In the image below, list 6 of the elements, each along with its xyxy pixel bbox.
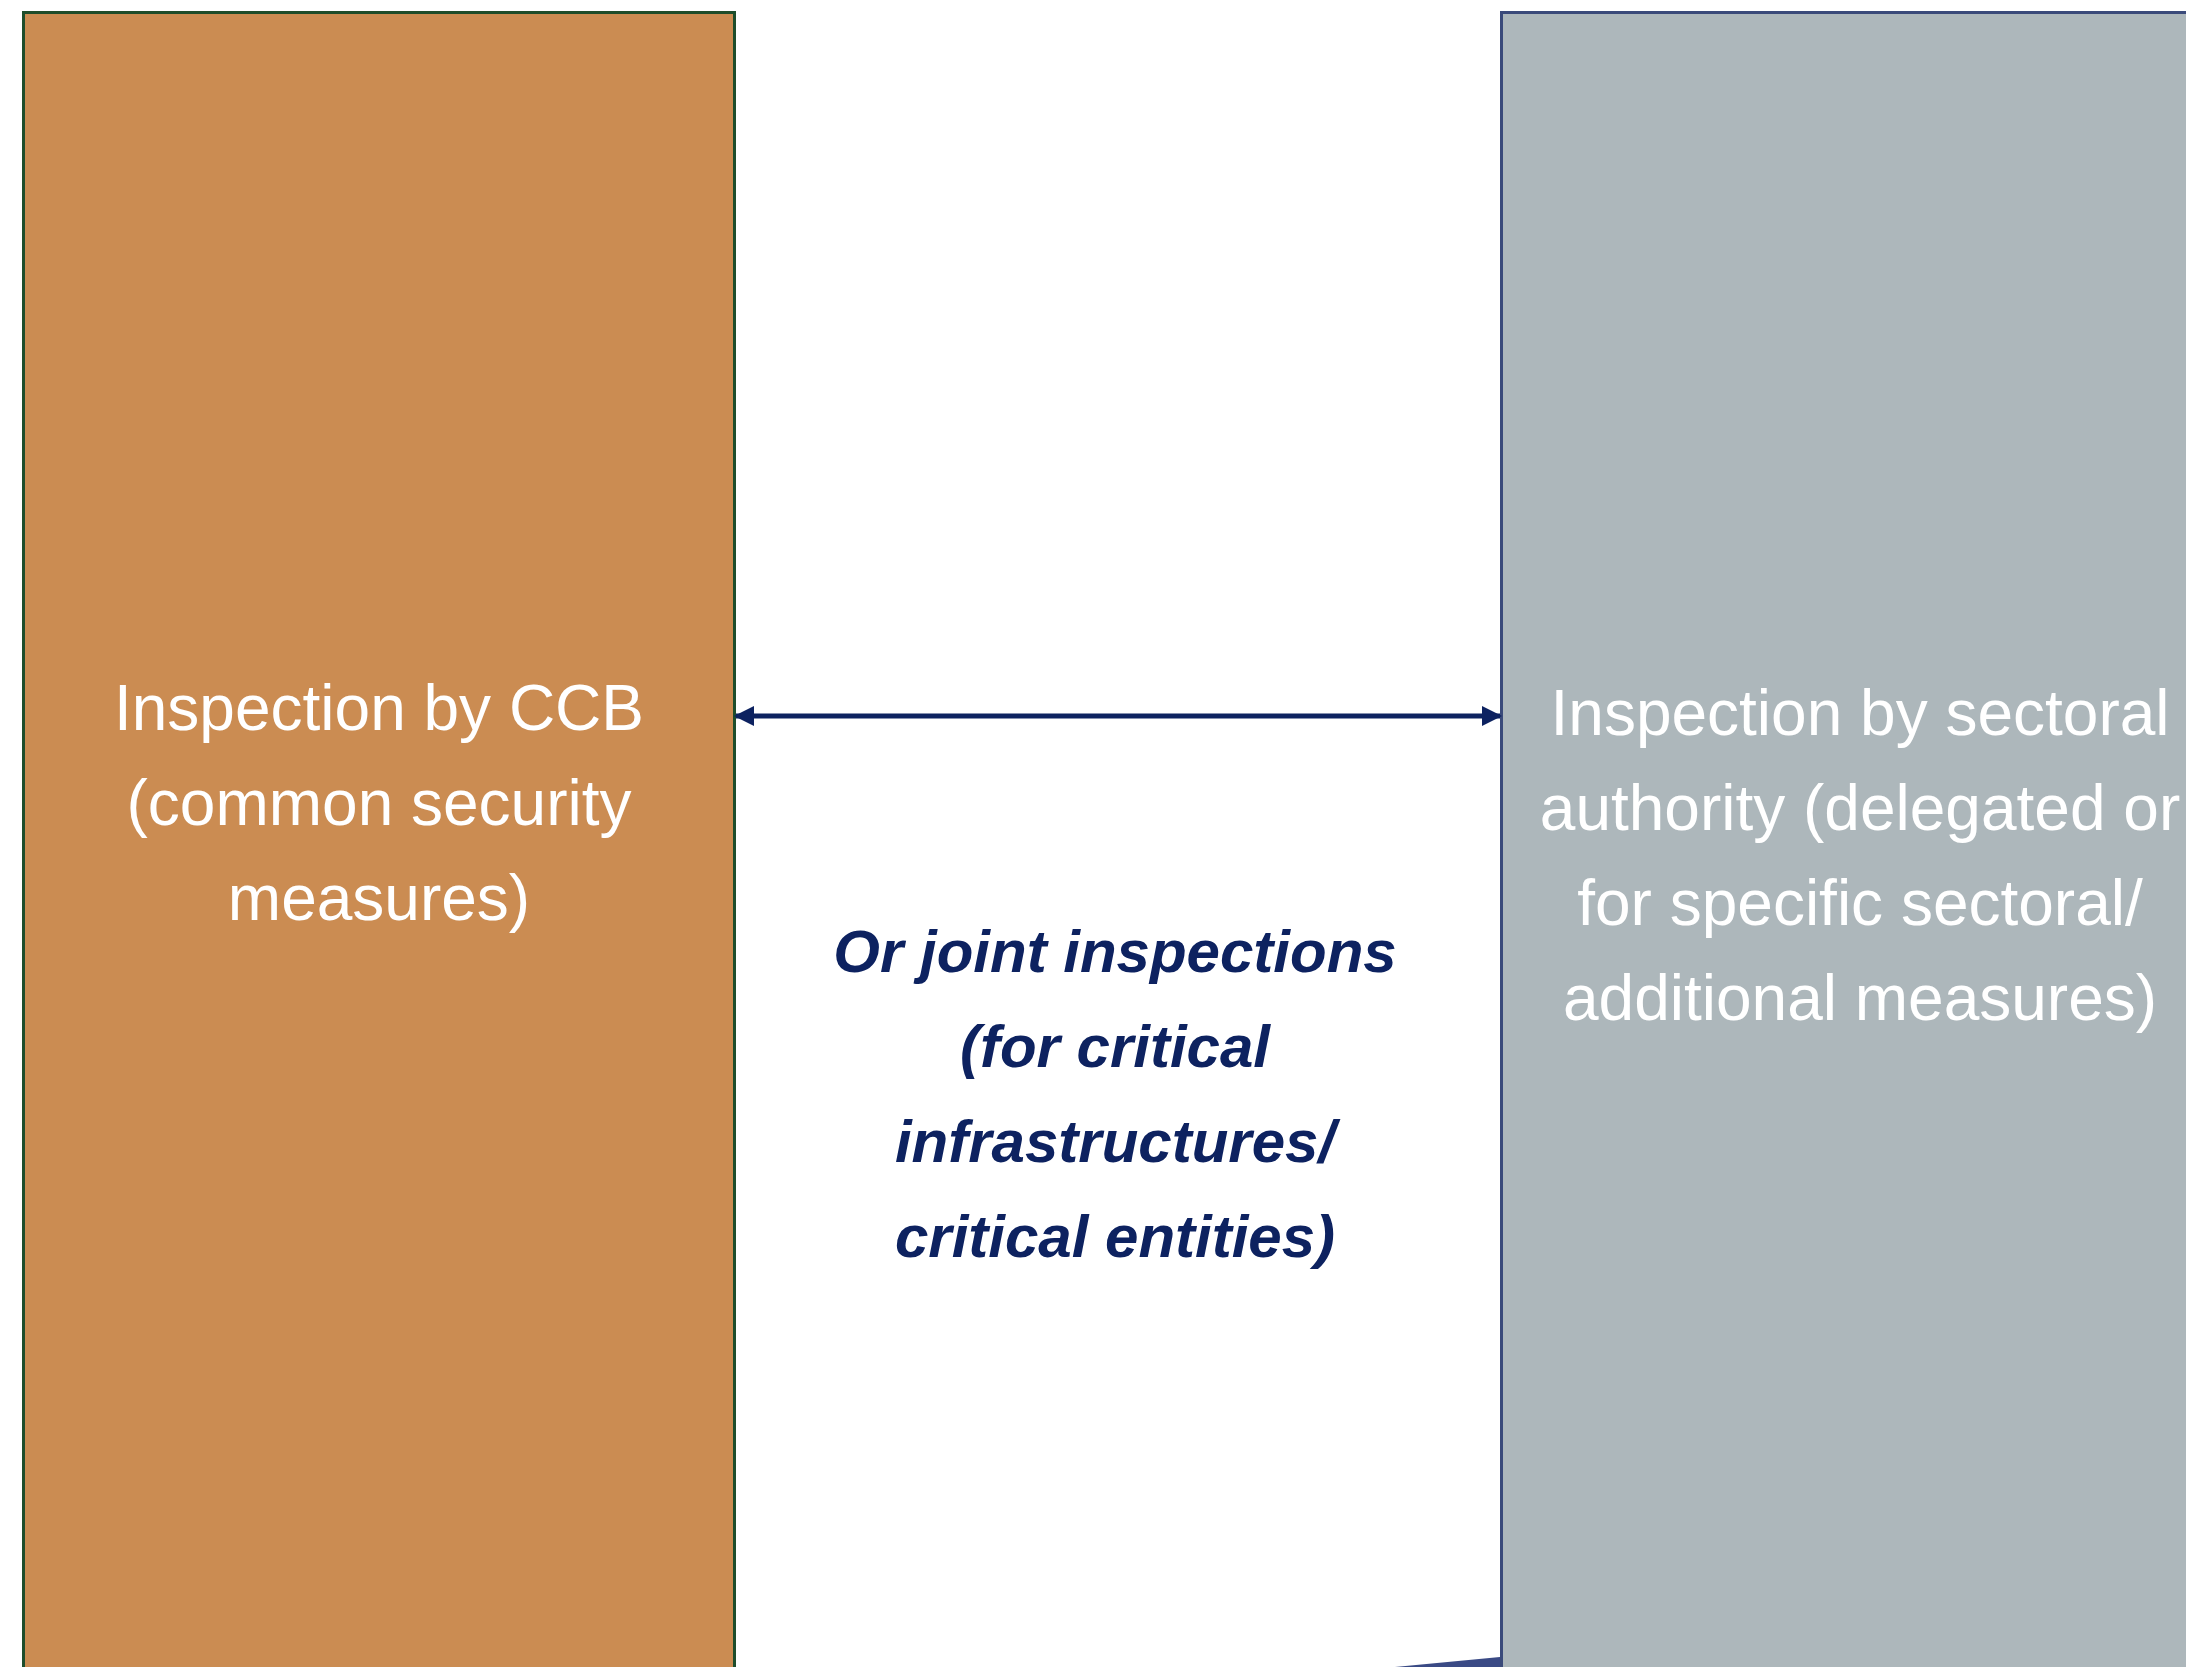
double-arrow — [734, 706, 1502, 726]
note-text: Or joint inspections (for critical infrastructures/ critical entities) — [832, 917, 1398, 1272]
panel-text: Inspection by CCB (common security measures) — [113, 670, 645, 936]
inspection-panel — [22, 11, 736, 1667]
inspection-panel — [1500, 11, 2186, 1667]
panel-text: Inspection by sectoral authority (delegated or for specific sectoral/ additional measures) — [1538, 676, 2182, 1036]
